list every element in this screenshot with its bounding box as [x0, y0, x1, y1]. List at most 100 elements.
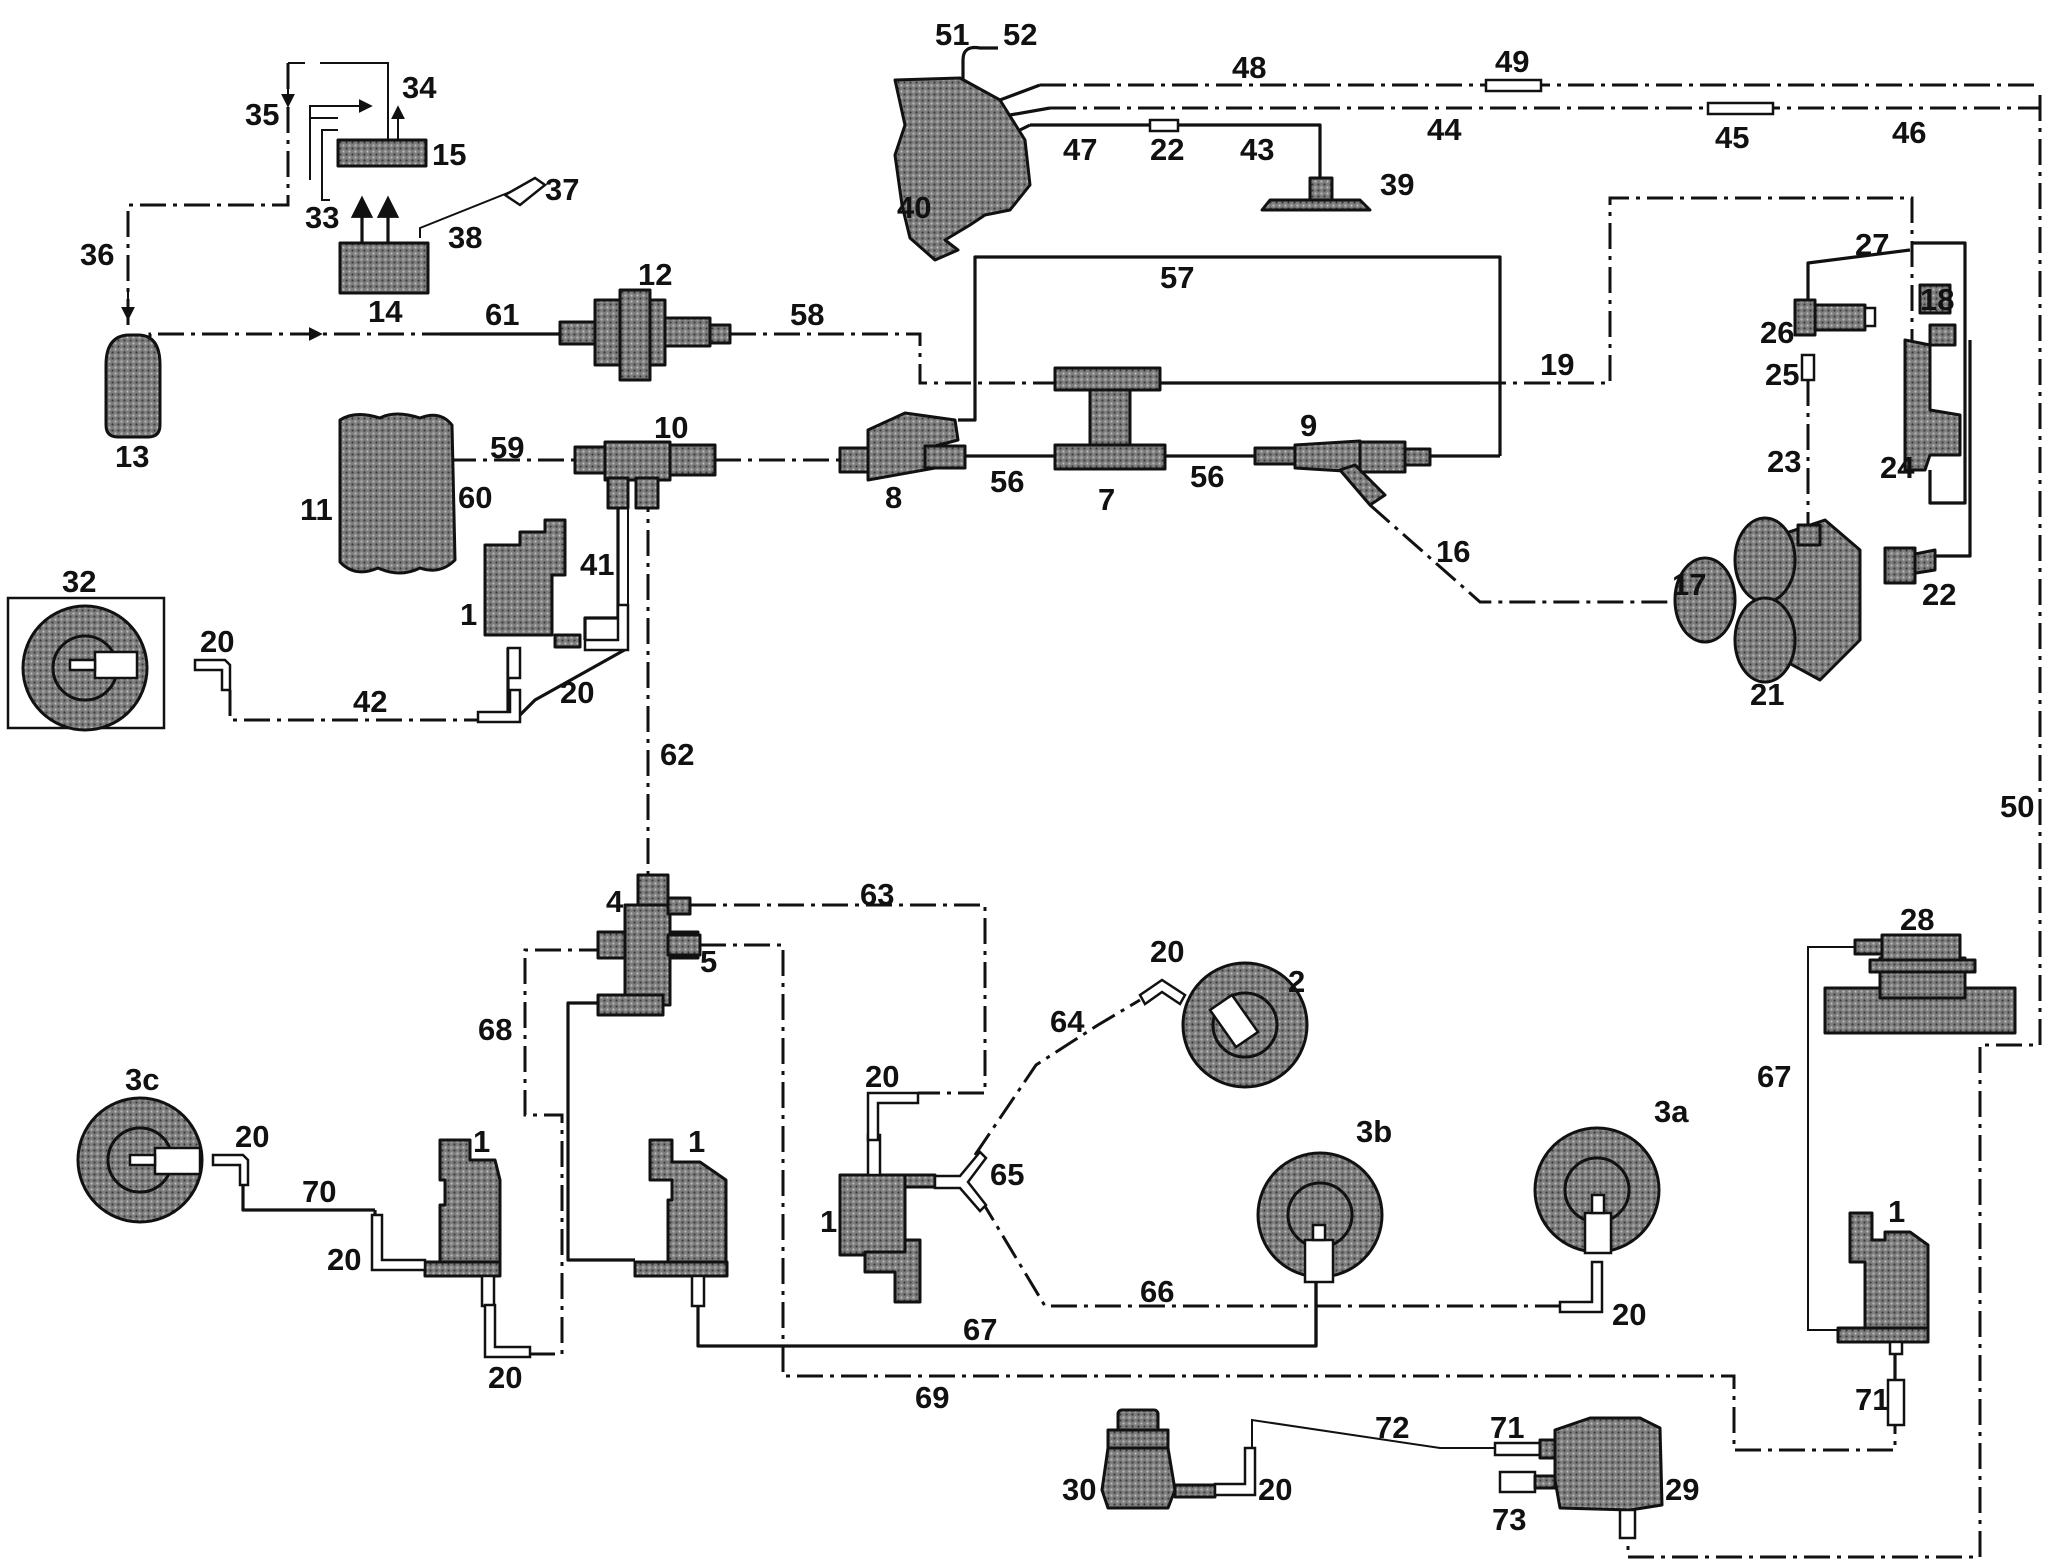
- hose-57: [958, 255, 1502, 456]
- component-10: [573, 440, 717, 510]
- label-69: 69: [915, 1380, 949, 1415]
- label-1: 1: [688, 1124, 705, 1159]
- component-3c-nozzle: [153, 1146, 202, 1176]
- component-26: [1793, 298, 1877, 337]
- component-24: [1903, 323, 1962, 472]
- label-20: 20: [235, 1119, 269, 1154]
- hose-24: [1912, 241, 1967, 505]
- component-32-stem: [68, 658, 97, 672]
- fitting-20-left-b: [483, 1303, 532, 1359]
- label-62: 62: [660, 737, 694, 772]
- label-20: 20: [1612, 1297, 1646, 1332]
- component-3c-stem: [128, 1153, 157, 1167]
- label-17: 17: [1672, 567, 1706, 602]
- label-20: 20: [1150, 934, 1184, 969]
- label-25: 25: [1765, 357, 1799, 392]
- label-20: 20: [327, 1242, 361, 1277]
- hose-27: [1806, 248, 1911, 300]
- component-3a-nozzle: [1583, 1211, 1613, 1255]
- hose-34: [309, 106, 398, 140]
- fitting-20-center: [866, 1091, 920, 1142]
- label-22: 22: [1922, 577, 1956, 612]
- label-30: 30: [1062, 1472, 1096, 1507]
- label-71: 71: [1855, 1382, 1889, 1417]
- label-58: 58: [790, 297, 824, 332]
- fitting-20-3c: [211, 1153, 250, 1187]
- component-25: [1800, 353, 1816, 382]
- label-23: 23: [1767, 444, 1801, 479]
- hose-41: [583, 486, 620, 640]
- component-73: [1498, 1470, 1537, 1494]
- component-11: [338, 412, 457, 575]
- label-47: 47: [1063, 132, 1097, 167]
- hose-64: [973, 998, 1141, 1156]
- label-42: 42: [353, 684, 387, 719]
- label-20: 20: [488, 1360, 522, 1395]
- label-13: 13: [115, 439, 149, 474]
- label-20: 20: [1258, 1472, 1292, 1507]
- label-46: 46: [1892, 115, 1926, 150]
- label-67: 67: [963, 1312, 997, 1347]
- component-1-left: [423, 1138, 502, 1308]
- component-40: [893, 76, 1032, 262]
- components: [6, 76, 2017, 1540]
- component-4: [596, 873, 702, 1017]
- hose-67-right: [1807, 946, 1855, 1331]
- label-7: 7: [1098, 482, 1115, 517]
- fitting-49: [1484, 78, 1543, 93]
- label-21: 21: [1750, 677, 1784, 712]
- label-36: 36: [80, 237, 114, 272]
- label-28: 28: [1900, 902, 1934, 937]
- label-19: 19: [1540, 347, 1574, 382]
- label-29: 29: [1665, 1472, 1699, 1507]
- hose-33: [309, 117, 338, 201]
- hose-42: [228, 690, 478, 722]
- label-5: 5: [700, 944, 717, 979]
- label-35: 35: [245, 97, 279, 132]
- component-65: [933, 1150, 988, 1213]
- label-49: 49: [1495, 44, 1529, 79]
- hose-51: [961, 45, 998, 80]
- label-11: 11: [300, 492, 333, 527]
- label-3a: 3a: [1654, 1094, 1689, 1129]
- component-15: [336, 138, 428, 168]
- hose-72: [1251, 1418, 1520, 1449]
- component-29-outlet: [1618, 1508, 1637, 1540]
- label-27: 27: [1855, 227, 1889, 262]
- label-1: 1: [820, 1204, 837, 1239]
- hose-58: [730, 332, 1065, 385]
- fitting-20-3a: [1558, 1260, 1604, 1314]
- hose-22-right: [1935, 340, 1972, 558]
- component-8: [838, 411, 967, 482]
- label-10: 10: [654, 410, 688, 445]
- hose-68: [510, 948, 605, 1356]
- component-3a-stem: [1590, 1193, 1606, 1215]
- hose-35-top: [288, 62, 389, 140]
- fitting-22-top: [1148, 118, 1180, 133]
- label-71: 71: [1490, 1410, 1524, 1445]
- component-12: [558, 288, 732, 382]
- label-66: 66: [1140, 1274, 1174, 1309]
- hose-47: [1030, 123, 1322, 180]
- component-21: [1673, 516, 1862, 684]
- hose-4-left: [566, 1001, 635, 1262]
- component-3b-nozzle: [1303, 1238, 1335, 1284]
- connector-40: [999, 83, 1051, 132]
- component-3b-stem: [1311, 1223, 1327, 1242]
- hose-61: [148, 332, 440, 370]
- fitting-20-30: [1213, 1446, 1257, 1497]
- fitting-20-left-a: [370, 1213, 427, 1272]
- fitting-20-32: [193, 658, 232, 692]
- label-68: 68: [478, 1012, 512, 1047]
- label-40: 40: [897, 190, 931, 225]
- label-65: 65: [990, 1157, 1024, 1192]
- component-2-nozzle: [1208, 993, 1260, 1049]
- component-1-center: [838, 1133, 937, 1304]
- label-64: 64: [1050, 1004, 1085, 1039]
- label-34: 34: [402, 70, 437, 105]
- label-63: 63: [860, 877, 894, 912]
- label-20: 20: [865, 1059, 899, 1094]
- component-13: [104, 333, 162, 439]
- label-14: 14: [368, 294, 403, 329]
